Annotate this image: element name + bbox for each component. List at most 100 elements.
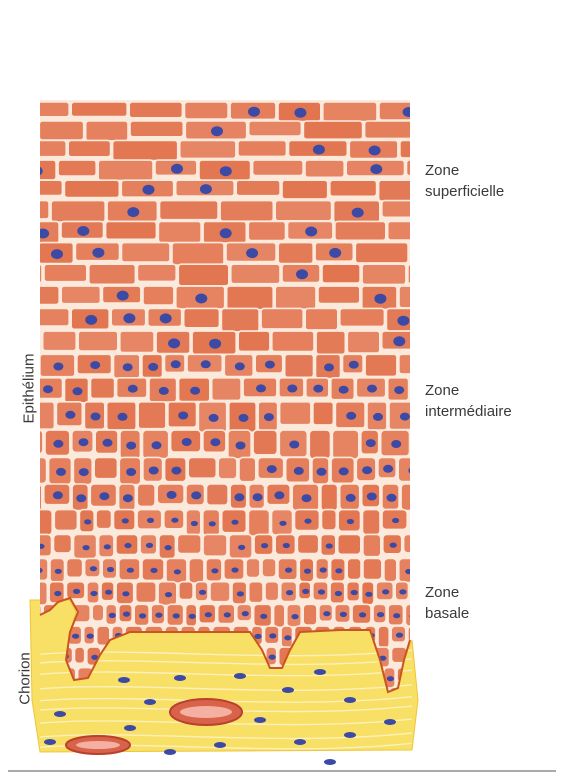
epithelial-cell — [122, 243, 171, 263]
cell-nucleus — [405, 569, 412, 574]
cell-nucleus — [90, 591, 97, 596]
cell-nucleus — [365, 592, 372, 597]
cell-nucleus — [146, 543, 153, 548]
cell-nucleus — [394, 386, 404, 394]
cell-nucleus — [99, 492, 109, 500]
epithelial-cell — [210, 582, 230, 602]
cell-nucleus — [283, 543, 290, 548]
epithelial-cell — [382, 201, 433, 218]
cell-nucleus — [54, 591, 61, 596]
cell-nucleus — [31, 166, 43, 176]
epithelial-cell — [262, 559, 276, 578]
fibroblast-nucleus — [282, 687, 294, 693]
cell-nucleus — [87, 634, 94, 639]
cell-nucleus — [174, 569, 181, 574]
cell-nucleus — [383, 465, 393, 473]
epithelial-cell — [285, 354, 314, 377]
cell-nucleus — [335, 591, 342, 596]
epithelial-cell — [404, 534, 423, 553]
epithelial-cell — [305, 160, 344, 177]
cell-nucleus — [246, 248, 258, 258]
cell-nucleus — [91, 413, 101, 421]
cell-nucleus — [260, 614, 267, 619]
cell-nucleus — [200, 184, 212, 194]
cell-nucleus — [148, 363, 158, 371]
cell-nucleus — [352, 208, 364, 218]
epithelial-cell — [318, 286, 360, 303]
cell-nucleus — [269, 633, 276, 638]
cell-nucleus — [118, 413, 128, 421]
cell-nucleus — [165, 545, 172, 550]
epithelial-cell — [15, 160, 56, 180]
cell-nucleus — [289, 441, 299, 449]
label-zone-basale-line1: Zone — [425, 582, 469, 603]
cell-nucleus — [147, 518, 154, 523]
epithelial-cell — [399, 286, 442, 308]
cell-nucleus — [189, 614, 196, 619]
cell-nucleus — [291, 614, 298, 619]
epithelial-cell — [160, 201, 219, 220]
epithelial-cell — [16, 140, 67, 156]
cell-nucleus — [335, 568, 342, 573]
cell-nucleus — [211, 126, 223, 136]
cell-nucleus — [359, 612, 366, 617]
cell-nucleus — [53, 440, 63, 448]
epithelial-cell — [265, 582, 279, 601]
cell-nucleus — [53, 491, 63, 499]
cell-nucleus — [253, 493, 263, 501]
cell-nucleus — [76, 494, 86, 502]
cell-nucleus — [209, 339, 221, 349]
epithelial-cell — [143, 286, 174, 305]
cell-nucleus — [209, 521, 216, 526]
cell-nucleus — [171, 164, 183, 174]
epithelial-cell — [221, 308, 259, 331]
cell-nucleus — [377, 612, 384, 617]
epithelial-cell — [363, 559, 382, 580]
epithelial-cell — [220, 201, 273, 222]
epithelial-cell — [248, 221, 285, 240]
epithelial-cell — [316, 331, 345, 354]
epithelial-cell — [365, 354, 397, 376]
cell-nucleus — [367, 385, 377, 393]
cell-nucleus — [220, 166, 232, 176]
cell-nucleus — [123, 494, 133, 502]
cell-nucleus — [127, 207, 139, 217]
cell-nucleus — [210, 438, 220, 446]
cell-nucleus — [143, 185, 155, 195]
epithelial-cell — [408, 264, 442, 284]
fibroblast-nucleus — [118, 677, 130, 683]
cell-nucleus — [105, 590, 112, 595]
cell-nucleus — [104, 544, 111, 549]
cell-nucleus — [304, 569, 311, 574]
fibroblast-nucleus — [324, 759, 336, 765]
cell-nucleus — [149, 467, 159, 475]
cell-nucleus — [231, 520, 238, 525]
cell-nucleus — [37, 544, 44, 549]
cell-nucleus — [400, 413, 410, 421]
epithelial-cell — [274, 604, 285, 627]
cell-nucleus — [382, 589, 389, 594]
cell-nucleus — [393, 613, 400, 618]
epithelial-cell — [178, 264, 229, 286]
epithelial-cell — [61, 286, 100, 304]
epithelial-cell — [24, 430, 43, 454]
epithelial-cell — [137, 484, 155, 506]
label-zone-intermediaire-line2: intermédiaire — [425, 401, 512, 422]
cell-nucleus — [318, 589, 325, 594]
epithelial-cell — [207, 484, 229, 505]
epithelial-cell — [98, 160, 153, 180]
epithelial-cell — [28, 559, 48, 581]
cell-nucleus — [366, 439, 376, 447]
cell-nucleus — [173, 613, 180, 618]
epithelial-cell — [275, 286, 316, 309]
cell-nucleus — [254, 634, 261, 639]
epithelial-cell — [297, 534, 318, 553]
label-zone-superficielle: Zone superficielle — [425, 160, 504, 202]
fibroblast-nucleus — [254, 717, 266, 723]
epithelial-cell — [282, 180, 328, 199]
epithelial-cell — [227, 286, 274, 310]
epithelial-cell — [212, 378, 241, 401]
cell-nucleus — [248, 107, 260, 117]
cell-nucleus — [279, 521, 286, 526]
epithelial-cell — [384, 559, 397, 582]
